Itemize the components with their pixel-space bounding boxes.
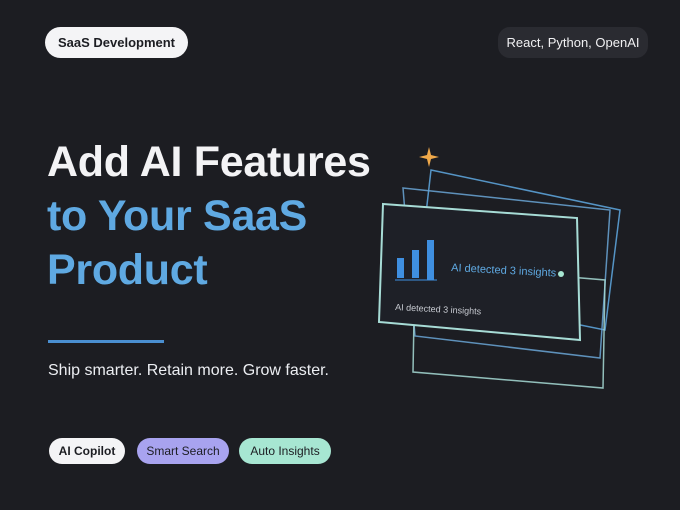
headline-line-2: to Your SaaS	[47, 192, 308, 240]
bar-chart-icon	[395, 240, 437, 281]
tagline: Ship smarter. Retain more. Grow faster.	[48, 362, 329, 379]
front-card	[377, 202, 582, 342]
headline-line-3: Product	[47, 246, 208, 294]
ai-insights-illustration: AI detected 3 insights AI detected 3 ins…	[377, 169, 621, 389]
headline: Add AI Features to Your SaaS Product	[47, 135, 371, 297]
chip-smart-search: Smart Search	[137, 438, 229, 464]
divider	[48, 340, 164, 343]
card-caption: AI detected 3 insights	[395, 302, 482, 317]
category-tag: SaaS Development	[45, 27, 188, 58]
sparkle-icon	[419, 147, 439, 167]
chip-ai-copilot: AI Copilot	[49, 438, 125, 464]
insight-label: AI detected 3 insights	[451, 262, 557, 280]
chip-auto-insights: Auto Insights	[239, 438, 331, 464]
tech-stack-tag: React, Python, OpenAI	[498, 27, 648, 58]
status-dot	[558, 271, 564, 277]
headline-line-1: Add AI Features	[47, 138, 371, 186]
